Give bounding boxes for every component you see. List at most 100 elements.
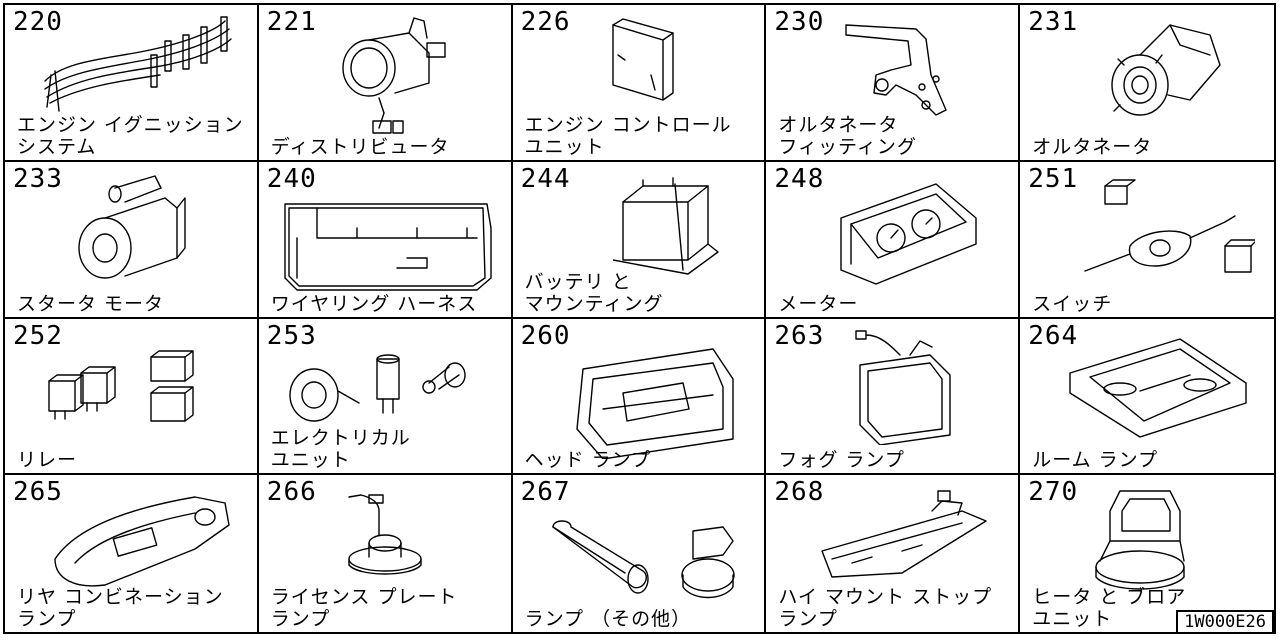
- part-code: 251: [1028, 163, 1079, 194]
- part-label-line1: オルタネータ: [1032, 135, 1153, 158]
- part-category-cell-265[interactable]: 265 リヤ コンビネーションランプ: [5, 475, 259, 632]
- part-label: エレクトリカルユニット: [271, 427, 411, 471]
- part-category-cell-270[interactable]: 270 ヒータ と ブロアユニット: [1020, 475, 1274, 632]
- part-category-cell-251[interactable]: 251 スイッチ: [1020, 162, 1274, 319]
- part-label-line1: オルタネータ: [778, 113, 899, 136]
- part-code: 231: [1028, 7, 1079, 37]
- part-category-cell-267[interactable]: 267 ランプ （その他）: [513, 475, 767, 632]
- ignition-system-icon: [5, 5, 257, 160]
- part-category-cell-244[interactable]: 244 バッテリ とマウンティング: [512, 161, 767, 319]
- part-label: ライセンス プレートランプ: [271, 586, 458, 630]
- part-label: エンジン イグニッションシステム: [17, 114, 244, 158]
- part-category-cell-230[interactable]: 230 オルタネータフィッティング: [766, 5, 1021, 162]
- part-code: 265: [13, 477, 63, 508]
- part-code: 263: [774, 320, 825, 351]
- part-label: オルタネータ: [1032, 136, 1152, 158]
- part-category-cell-240[interactable]: 240 ワイヤリング ハーネス: [258, 161, 513, 319]
- part-label-line2: ユニット: [270, 449, 351, 472]
- part-label: リレー: [17, 449, 77, 471]
- part-category-cell-233[interactable]: 233 スタータ モータ: [5, 161, 259, 319]
- part-label: ヘッド ランプ: [525, 449, 651, 471]
- part-label-line1: ヒータ と ブロア: [1032, 586, 1187, 608]
- part-label: オルタネータフィッティング: [778, 114, 916, 158]
- relay-icon: [5, 319, 257, 474]
- part-category-cell-260[interactable]: 260 ヘッド ランプ: [512, 318, 767, 476]
- part-label-line2: ユニット: [1032, 608, 1113, 630]
- electrical-unit-icon: [259, 319, 511, 474]
- part-label: スイッチ: [1032, 293, 1112, 315]
- part-category-cell-221[interactable]: 221 ディストリビュータ: [258, 5, 513, 162]
- part-label: ワイヤリング ハーネス: [271, 293, 477, 315]
- fog-lamp-icon: [766, 319, 1018, 474]
- part-label-line1: エレクトリカル: [270, 427, 411, 450]
- starter-motor-icon: [5, 162, 257, 317]
- alternator-icon: [1020, 5, 1274, 160]
- part-code: 260: [520, 320, 571, 351]
- high-mount-stop-lamp-icon: [766, 475, 1018, 632]
- part-label: ルーム ランプ: [1032, 449, 1158, 471]
- engine-control-unit-icon: [513, 5, 765, 160]
- part-code: 267: [520, 477, 571, 508]
- part-category-cell-248[interactable]: 248 メーター: [766, 161, 1021, 319]
- part-label-line1: エンジン イグニッション: [17, 113, 244, 136]
- part-label: リヤ コンビネーションランプ: [17, 586, 224, 630]
- part-label: ディストリビュータ: [271, 136, 450, 158]
- part-code: 233: [13, 163, 63, 194]
- part-label-line1: ランプ （その他）: [524, 608, 692, 630]
- part-code: 240: [266, 163, 317, 194]
- part-label-line1: エンジン コントロール: [524, 113, 732, 136]
- part-label-line1: リヤ コンビネーション: [17, 586, 224, 608]
- part-label-line2: ランプ: [17, 608, 77, 630]
- lamp-other-icon: [513, 475, 765, 632]
- distributor-icon: [259, 5, 511, 160]
- part-label-line1: バッテリ と: [524, 270, 632, 293]
- parts-category-grid: 220 エンジン イグニッションシステム 221 ディストリビュータ 226 エンジン…: [3, 3, 1276, 634]
- part-label-line2: ランプ: [778, 608, 838, 630]
- part-label-line1: ライセンス プレート: [270, 586, 458, 608]
- part-code: 268: [774, 477, 825, 508]
- part-label-line1: リレー: [17, 449, 78, 472]
- part-label-line2: ランプ: [270, 608, 331, 630]
- switch-icon: [1020, 162, 1274, 317]
- part-category-cell-231[interactable]: 231 オルタネータ: [1020, 5, 1274, 162]
- part-label-line1: スタータ モータ: [17, 292, 165, 315]
- part-category-cell-264[interactable]: 264 ルーム ランプ: [1020, 319, 1274, 476]
- part-code: 248: [774, 163, 825, 194]
- battery-icon: [513, 162, 765, 317]
- heater-blower-unit-icon: [1020, 475, 1274, 632]
- part-category-cell-226[interactable]: 226 エンジン コントロールユニット: [512, 5, 767, 162]
- part-label-line1: スイッチ: [1032, 292, 1113, 315]
- part-label-line2: フィッティング: [778, 135, 917, 158]
- head-lamp-icon: [513, 319, 765, 474]
- part-label: メーター: [778, 293, 858, 315]
- license-plate-lamp-icon: [259, 475, 511, 632]
- part-label-line1: ヘッド ランプ: [524, 449, 652, 472]
- part-code: 270: [1028, 477, 1079, 508]
- part-label-line1: フォグ ランプ: [778, 449, 905, 472]
- part-label: エンジン コントロールユニット: [525, 114, 732, 158]
- part-code: 264: [1028, 320, 1079, 351]
- alternator-fitting-icon: [766, 5, 1018, 160]
- part-code: 244: [520, 163, 571, 194]
- part-category-cell-263[interactable]: 263 フォグ ランプ: [766, 318, 1021, 476]
- part-code: 226: [520, 7, 571, 37]
- part-code: 230: [774, 7, 825, 37]
- wiring-harness-icon: [259, 162, 511, 317]
- part-label: フォグ ランプ: [778, 449, 904, 471]
- part-category-cell-266[interactable]: 266 ライセンス プレートランプ: [259, 475, 513, 632]
- part-label-line1: ルーム ランプ: [1032, 449, 1159, 472]
- part-category-cell-220[interactable]: 220 エンジン イグニッションシステム: [5, 5, 259, 162]
- part-label-line1: メーター: [778, 292, 859, 315]
- part-category-cell-268[interactable]: 268 ハイ マウント ストップランプ: [766, 475, 1021, 632]
- diagram-id-label: 1W000E26: [1176, 610, 1274, 634]
- part-code: 220: [13, 7, 63, 37]
- part-label-line1: ハイ マウント ストップ: [778, 586, 993, 608]
- part-label-line1: ディストリビュータ: [270, 135, 450, 158]
- part-code: 221: [266, 7, 317, 37]
- part-label: ハイ マウント ストップランプ: [778, 586, 992, 630]
- part-code: 266: [266, 477, 317, 508]
- part-label-line2: システム: [17, 135, 97, 158]
- part-label: バッテリ とマウンティング: [525, 271, 664, 315]
